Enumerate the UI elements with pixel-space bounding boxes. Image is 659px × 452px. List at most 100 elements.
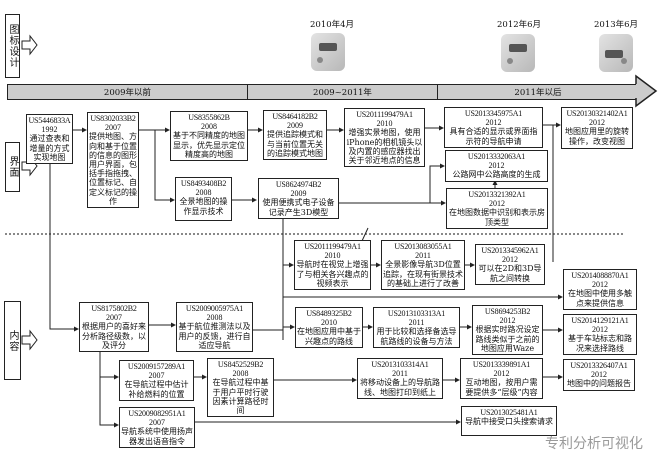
- patent-id: US8302033B2: [90, 114, 136, 123]
- section-label-icon-design: 图标设计: [5, 14, 20, 78]
- timeline-period: 2009年以前: [8, 85, 248, 99]
- patent-id: US8493408B2: [180, 179, 227, 188]
- timeline-arrowhead: [635, 74, 658, 108]
- patent-id: US8452529B2: [217, 360, 264, 369]
- patent-description: 在地图数据中识别和表示房顶类型: [449, 208, 545, 227]
- patent-description: 基于车站标志和路况来选择路线: [568, 334, 632, 353]
- patent-id: US2013103314A1: [371, 360, 429, 369]
- patent-description: 提供地图、方向和基于位置的信息的图形用户界面，包括手指拖拽、位置标记、自定义标记…: [89, 132, 137, 206]
- patent-id: US20130321402A1: [566, 109, 628, 118]
- patent-year: 2008: [195, 188, 212, 198]
- patent-year: 2011: [415, 251, 431, 261]
- patent-id: US8694253B2: [484, 307, 531, 316]
- patent-description: 使用便携式电子设备记录产生3D模型: [262, 198, 335, 217]
- patent-description: 导航系统中使用扬声器发出语音指令: [121, 427, 193, 446]
- patent-description: 根据实时路况设定路线类似于之前的地图应用Waze: [475, 325, 540, 353]
- patent-year: 2011: [408, 318, 425, 328]
- icon-date-2010: 2010年4月: [310, 20, 355, 30]
- patent-id: US8464182B2: [272, 112, 318, 121]
- icon-date-2013: 2013年6月: [594, 20, 639, 30]
- patent-id: US2013083055A1: [394, 242, 452, 251]
- patent-year: 2008: [232, 369, 249, 379]
- section-divider: [5, 233, 623, 235]
- patent-year: 2010: [324, 251, 341, 261]
- patent-id: US2009005975A1: [185, 304, 244, 313]
- patent-year: 2010: [321, 318, 337, 328]
- patent-year: 2007: [106, 313, 122, 323]
- patent-description: 全景地图的操作显示技术: [179, 197, 228, 216]
- patent-description: 公路网中公路高度的生成: [452, 170, 541, 180]
- patent-description: 互动地图，按用户需要提供多“层级”内容: [465, 378, 538, 397]
- patent-description: 可以在2D和3D导航之间转换: [478, 264, 542, 283]
- patent-year: 2012: [592, 325, 608, 335]
- patent-description: 将移动设备上的导航路线、地图打印到纸上: [360, 378, 440, 397]
- patent-year: 2012: [489, 199, 505, 209]
- patent-id: US2009157289A1: [127, 362, 186, 371]
- patent-description: 根据用户的喜好来分析路径级数，以及评分: [82, 322, 146, 350]
- section-arrow-icon: [21, 34, 38, 56]
- patent-year: 1992: [41, 125, 58, 135]
- patent-description: 在导航过程中估计补给燃料的位置: [124, 380, 189, 399]
- maps-app-icon: [599, 34, 633, 72]
- patent-id: US2013326407A1: [570, 361, 628, 370]
- maps-app-icon: [311, 33, 345, 71]
- patent-description: 地图应用里的旋转操作，改变视图: [565, 127, 629, 146]
- patent-id: US2014129121A1: [571, 316, 629, 325]
- patent-id: US2014088870A1: [571, 271, 629, 280]
- patent-description: 地图中的问题报告: [567, 379, 631, 389]
- patent-id: US2013103313A1: [387, 309, 446, 318]
- patent-id: US2013332063A1: [467, 152, 526, 161]
- patent-description: 在地图应用中基于兴趣点的路线: [297, 327, 361, 346]
- patent-id: US8355862B: [188, 113, 230, 122]
- patent-id: US2011199479A1: [356, 110, 413, 119]
- patent-description: 具有合适的显示或界面指示符的导航申请: [449, 127, 538, 146]
- patent-year: 2007: [148, 371, 165, 381]
- patent-id: US2011199479A1: [304, 242, 361, 251]
- patent-description: 导航时在视觉上增强了与相关各兴趣点的视频表示: [296, 260, 369, 288]
- patent-year: 2012: [488, 161, 505, 171]
- maps-app-icon: [501, 34, 535, 72]
- patent-id: US2013345975A1: [464, 109, 523, 118]
- patent-description: 提供追踪模式和与当前位置无关的追踪模式地图: [267, 130, 323, 158]
- patent-description: 增强实景地图，使用iPhone的相机镜头以及内置的感应器找出关于邻近地点的信息: [346, 128, 423, 165]
- patent-id: US2013345962A1: [481, 246, 539, 255]
- patent-id: US8175802B2: [91, 304, 137, 313]
- patent-description: 通过查表和增量的方式实现地图: [29, 134, 70, 162]
- patent-year: 2007: [105, 123, 121, 133]
- patent-description: 用于比较和选择备选导航路线的设备与方法: [376, 327, 457, 346]
- section-label-content: 内容: [4, 301, 21, 380]
- timeline-period: 2009~2011年: [248, 85, 438, 99]
- patent-description: 导航中接受口头搜索请求: [465, 417, 553, 427]
- patent-year: 2012: [485, 118, 502, 128]
- patent-year: 2012: [592, 280, 608, 290]
- section-label-interface: 界面: [5, 142, 20, 192]
- patent-description: 基于航位推测法以及用户的反馈，进行自适应导航: [178, 322, 251, 350]
- patent-year: 2010: [376, 119, 393, 129]
- timeline-bar: 2009年以前 2009~2011年 2011年以后: [7, 84, 638, 100]
- patent-description: 在导航过程中基于用户平时行驶因素计算路径时间: [212, 378, 269, 415]
- patent-id: US2013025481A1: [480, 408, 538, 417]
- patent-year: 2011: [392, 369, 408, 379]
- patent-year: 2009: [287, 121, 303, 131]
